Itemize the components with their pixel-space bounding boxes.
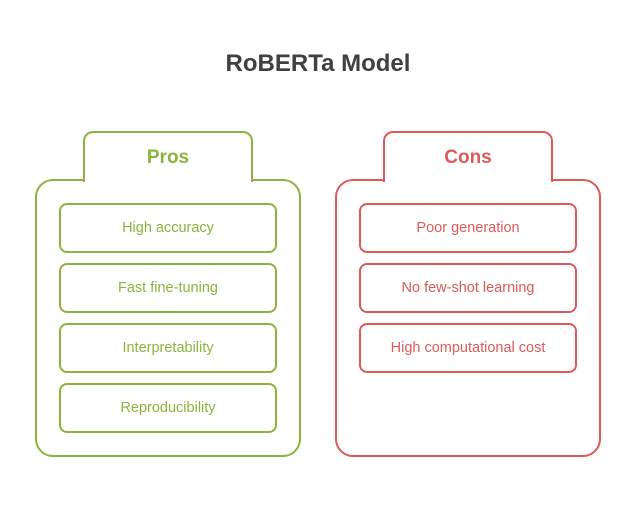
pros-item: Interpretability: [59, 323, 277, 373]
cons-item: High computational cost: [359, 323, 577, 373]
diagram-title: RoBERTa Model: [225, 50, 411, 77]
cons-header-tab: Cons: [383, 131, 553, 182]
cons-item: Poor generation: [359, 203, 577, 253]
pros-item: High accuracy: [59, 203, 277, 253]
pros-item: Fast fine-tuning: [59, 263, 277, 313]
pros-header-tab: Pros: [83, 131, 253, 182]
cons-item: No few-shot learning: [359, 263, 577, 313]
pros-item: Reproducibility: [59, 383, 277, 433]
